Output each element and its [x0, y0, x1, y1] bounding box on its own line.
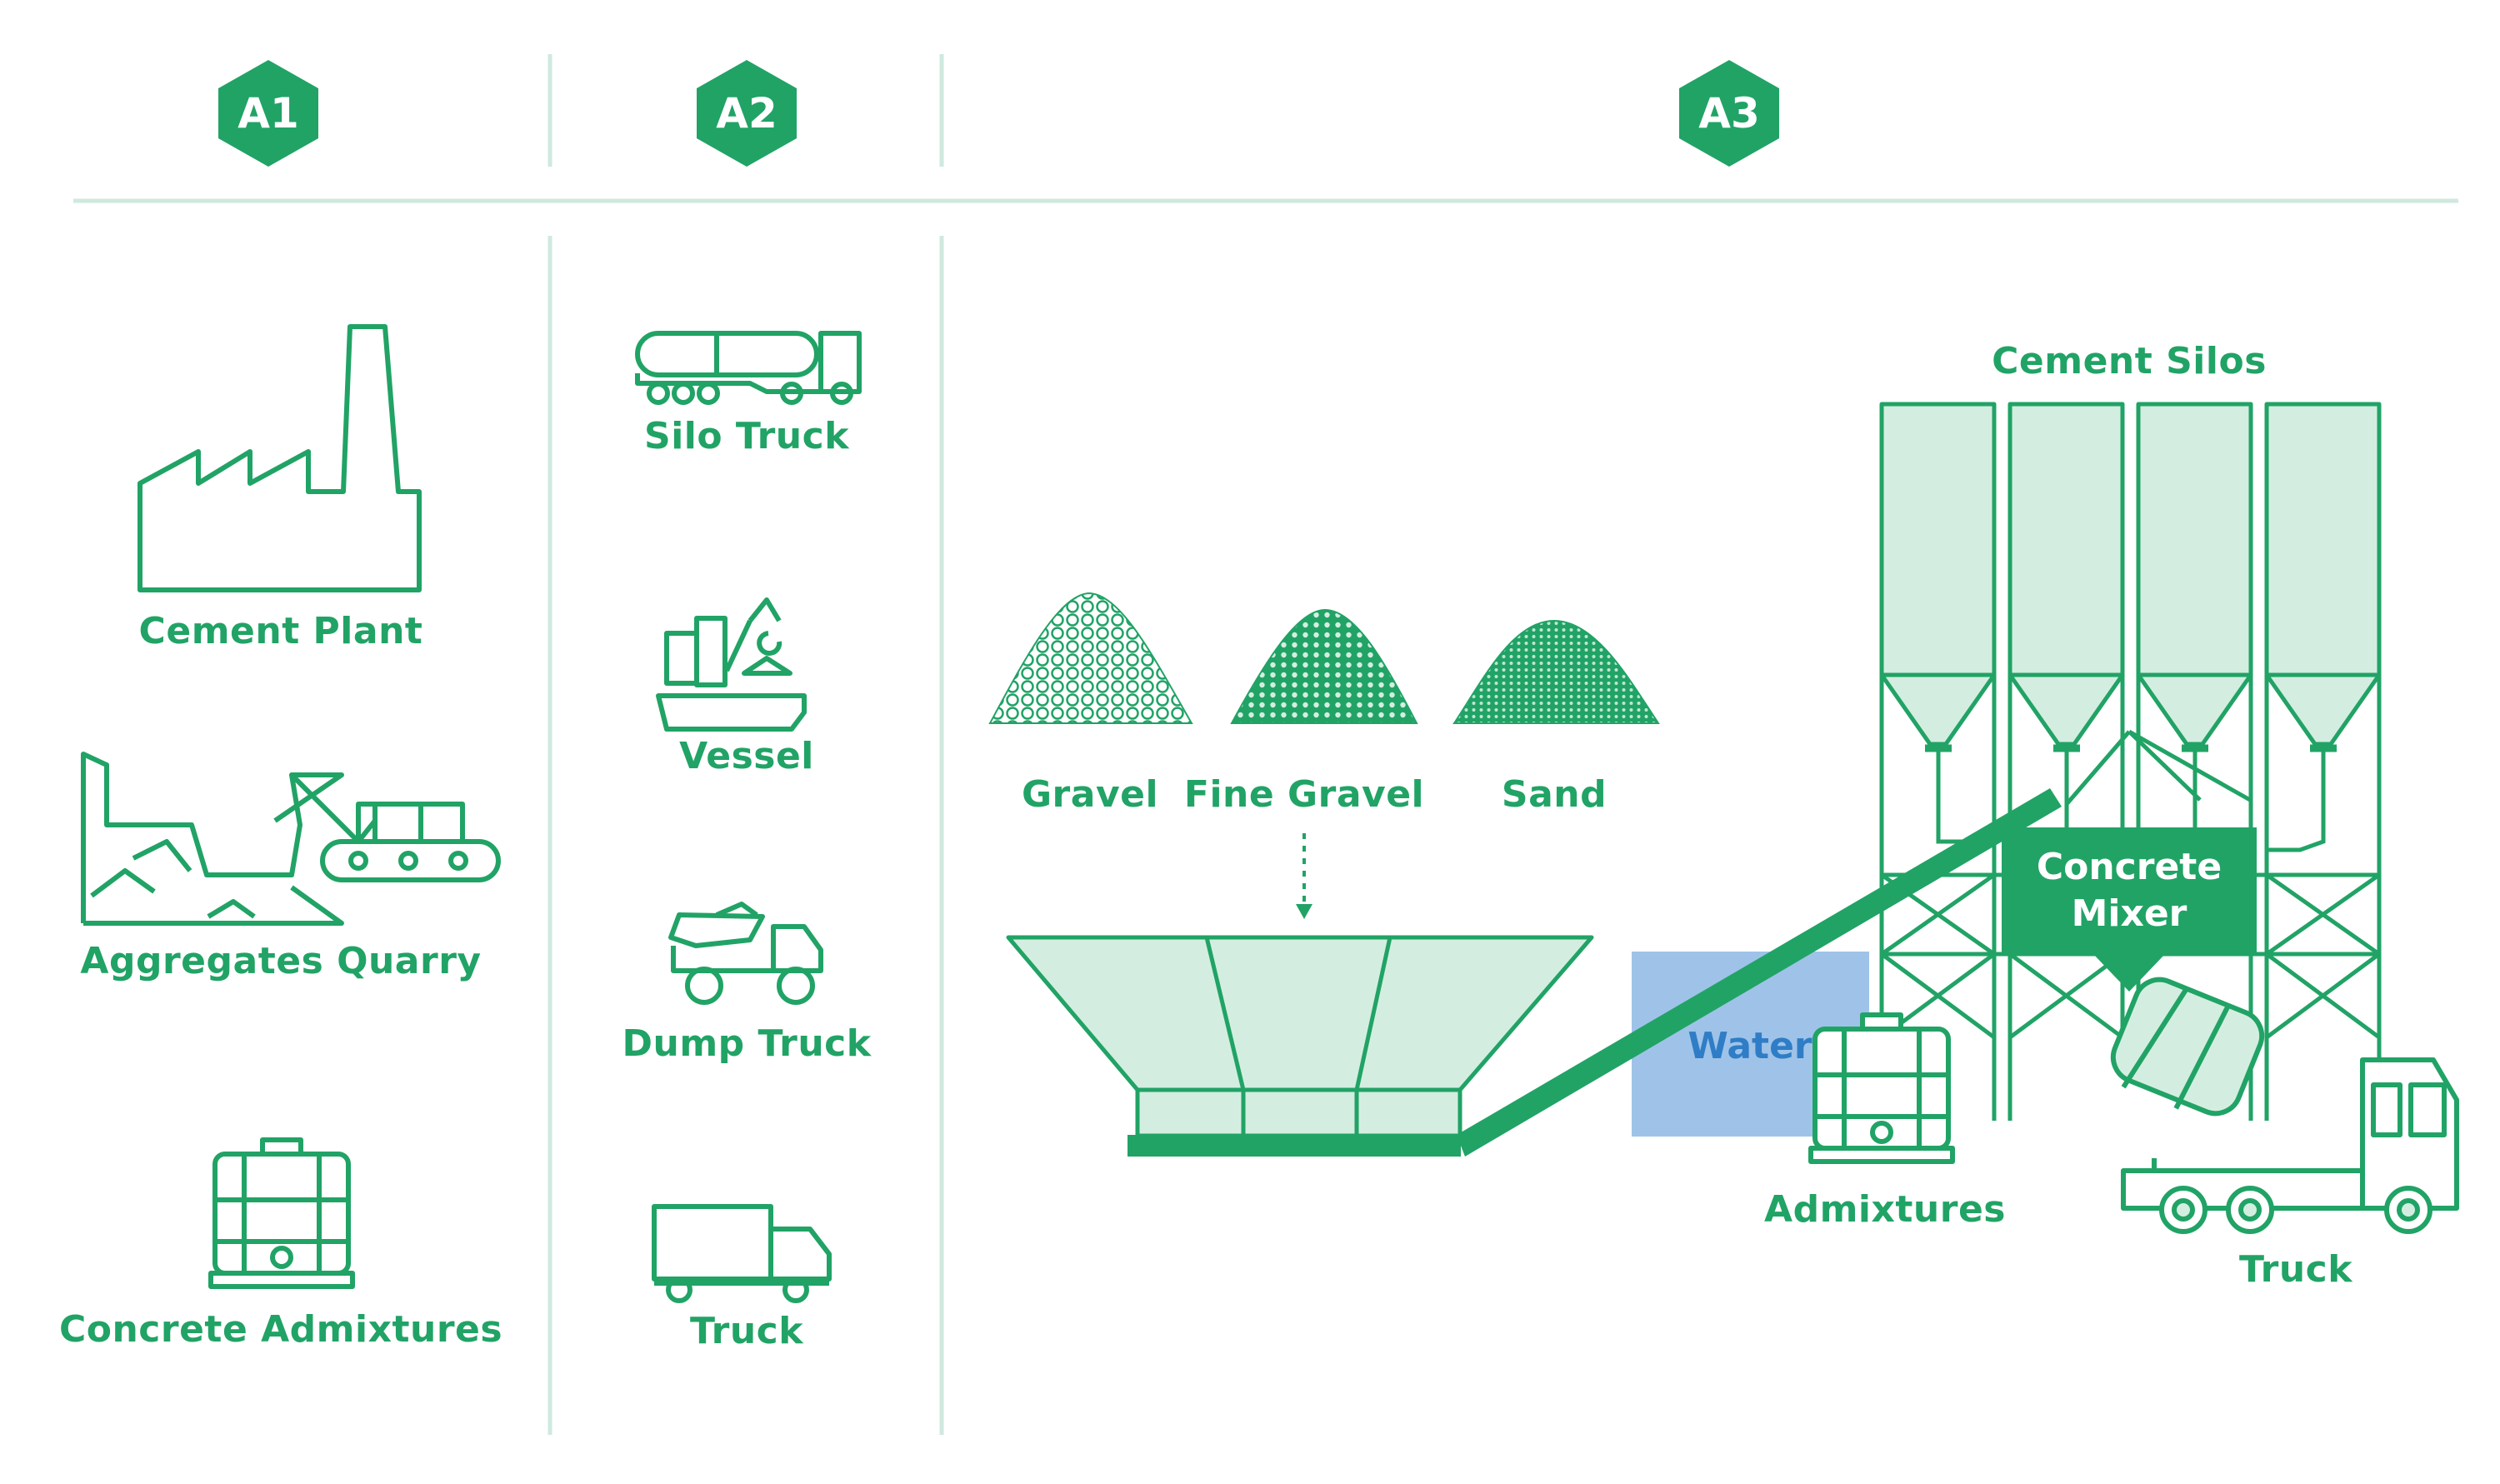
- aggregates-quarry-label: Aggregates Quarry: [80, 940, 482, 982]
- concrete-mixer-callout: [2002, 827, 2257, 992]
- water-label: Water: [1688, 1025, 1812, 1067]
- column-badge-a2: A2: [716, 89, 778, 137]
- column-badge-a1: A1: [238, 89, 299, 137]
- gravel-label: Gravel: [1021, 773, 1159, 816]
- silo-truck-label: Silo Truck: [644, 415, 849, 457]
- admixtures-tank-icon: [1808, 1012, 1955, 1164]
- vessel-label: Vessel: [679, 735, 814, 777]
- down-arrow-icon: [1296, 833, 1312, 919]
- admixtures-label: Admixtures: [1764, 1188, 2006, 1231]
- silo-truck-icon: [635, 331, 862, 405]
- sand-pile: [1452, 619, 1660, 724]
- hexagon-badge-a2: [697, 60, 797, 167]
- cement-plant-label: Cement Plant: [138, 610, 423, 652]
- concrete-admixtures-label: Concrete Admixtures: [58, 1308, 503, 1351]
- hexagon-badge-a3: [1679, 60, 1779, 167]
- cement-plant-icon: [138, 324, 422, 592]
- dump-truck-label: Dump Truck: [622, 1022, 872, 1065]
- truck-label-a3: Truck: [2238, 1248, 2353, 1291]
- fine-gravel-label: Fine Gravel: [1183, 773, 1425, 816]
- aggregates-quarry-icon: [81, 752, 501, 926]
- cement-silos-label: Cement Silos: [1992, 340, 2267, 382]
- concrete-admixtures-icon: [208, 1137, 355, 1289]
- fine-gravel-pile: [1230, 608, 1418, 724]
- concrete-mixer-label-line2: Mixer: [2071, 892, 2188, 935]
- conveyor-belt: [1128, 788, 2062, 1157]
- cement-silos: [1879, 402, 2382, 747]
- truck-label-a2: Truck: [689, 1310, 804, 1352]
- mixer-truck-icon: [2110, 977, 2459, 1234]
- concrete-mixer-label: Concrete Mixer: [2037, 844, 2222, 937]
- dump-truck-icon: [668, 902, 823, 1005]
- header: [73, 54, 2458, 1435]
- sand-label: Sand: [1501, 773, 1608, 816]
- concrete-mixer-label-line1: Concrete: [2036, 846, 2222, 888]
- hexagon-badge-a1: [218, 60, 318, 167]
- truck-icon: [652, 1204, 832, 1303]
- gravel-pile: [988, 592, 1193, 724]
- column-badge-a3: A3: [1698, 89, 1760, 137]
- vessel-icon: [656, 597, 807, 732]
- aggregate-hopper: [1006, 935, 1594, 1138]
